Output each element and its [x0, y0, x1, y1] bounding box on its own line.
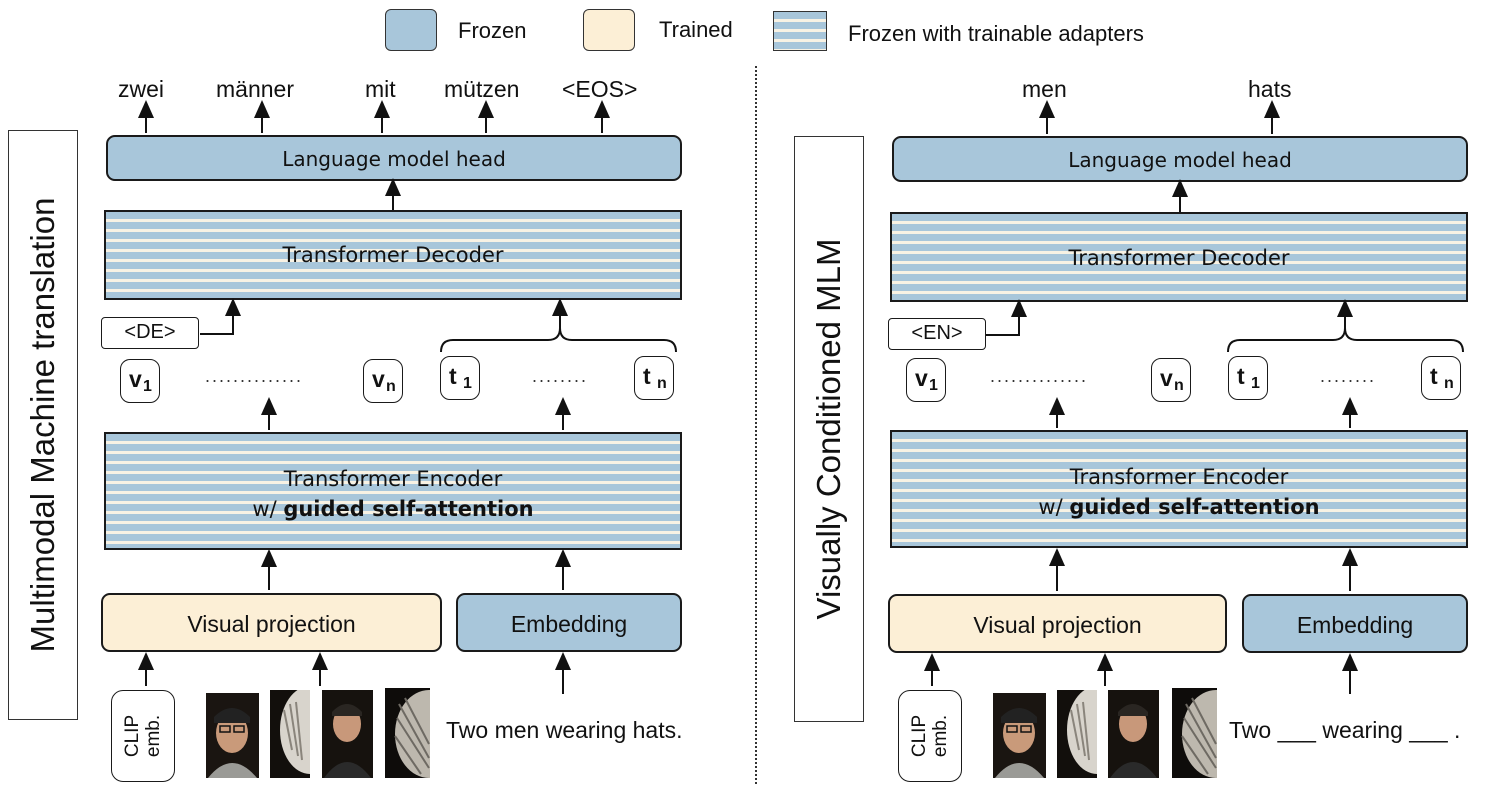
left-image-crop-2	[270, 690, 310, 778]
left-output-word: mützen	[444, 76, 520, 102]
left-output-word: zwei	[118, 76, 165, 102]
right-image-crop-3	[1108, 690, 1159, 778]
left-image-crop-4	[385, 688, 430, 778]
right-visual-projection: Visual projection	[888, 594, 1227, 653]
right-visual-projection-label: Visual projection	[973, 612, 1142, 638]
left-lm-head-label: Language model head	[282, 147, 506, 171]
left-embedding-label: Embedding	[510, 611, 628, 637]
right-encoder-sublabel: w/ guided self-attention	[1038, 495, 1320, 519]
legend-label-adapters: Frozen with trainable adapters	[848, 21, 1144, 46]
legend-label-frozen: Frozen	[458, 18, 527, 43]
left-transformer-encoder: Transformer Encoder w/ guided self-atten…	[104, 432, 682, 550]
right-embedding: Embedding	[1242, 594, 1468, 653]
legend-swatch-adapters	[773, 11, 827, 51]
legend-swatch-frozen	[385, 9, 437, 51]
right-text-token-ellipsis: ........	[1320, 366, 1377, 386]
right-input-text: Two ___ wearing ___ .	[1229, 717, 1461, 743]
left-embedding: Embedding	[456, 593, 682, 652]
left-lang-tag: <DE>	[101, 317, 199, 349]
left-side-title-box: Multimodal Machine translation	[8, 130, 78, 720]
left-decoder-label: Transformer Decoder	[282, 243, 504, 267]
legend-label-trained: Trained	[659, 17, 733, 42]
right-output-word: hats	[1248, 76, 1292, 102]
left-visual-projection: Visual projection	[101, 593, 442, 652]
left-visual-token-ellipsis: ..............	[205, 366, 304, 386]
right-image-crop-4	[1172, 688, 1217, 778]
left-text-token-ellipsis: ........	[532, 366, 589, 386]
right-output-word: men	[1022, 76, 1067, 102]
right-clip-embedding: CLIP emb.	[898, 690, 962, 782]
right-lm-head-label: Language model head	[1068, 148, 1292, 172]
panel-divider	[755, 66, 757, 784]
left-lm-head: Language model head	[106, 135, 682, 181]
left-clip-embedding: CLIP emb.	[111, 690, 175, 782]
left-output-word: <EOS>	[562, 76, 638, 102]
right-embedding-label: Embedding	[1296, 612, 1414, 638]
right-encoder-label: Transformer Encoder	[1069, 465, 1289, 489]
right-lang-tag: <EN>	[888, 318, 986, 350]
right-transformer-encoder: Transformer Encoder w/ guided self-atten…	[890, 430, 1468, 548]
left-image-crop-1	[206, 693, 259, 778]
right-image-crop-2	[1057, 690, 1097, 778]
right-lm-head: Language model head	[892, 136, 1468, 182]
left-image-crop-3	[322, 690, 373, 778]
legend-swatch-trained	[583, 9, 635, 51]
left-encoder-sublabel: w/ guided self-attention	[252, 497, 534, 521]
right-decoder-label: Transformer Decoder	[1068, 246, 1290, 270]
left-input-text: Two men wearing hats.	[446, 717, 683, 743]
left-output-word: männer	[216, 76, 294, 102]
right-side-title-box: Visually Conditioned MLM	[794, 136, 864, 722]
left-transformer-decoder: Transformer Decoder	[104, 210, 682, 300]
right-image-crop-1	[993, 693, 1046, 778]
left-output-word: mit	[365, 76, 396, 102]
right-visual-token-ellipsis: ..............	[990, 366, 1089, 386]
left-visual-projection-label: Visual projection	[187, 611, 356, 637]
left-encoder-label: Transformer Encoder	[283, 467, 503, 491]
right-transformer-decoder: Transformer Decoder	[890, 212, 1468, 302]
